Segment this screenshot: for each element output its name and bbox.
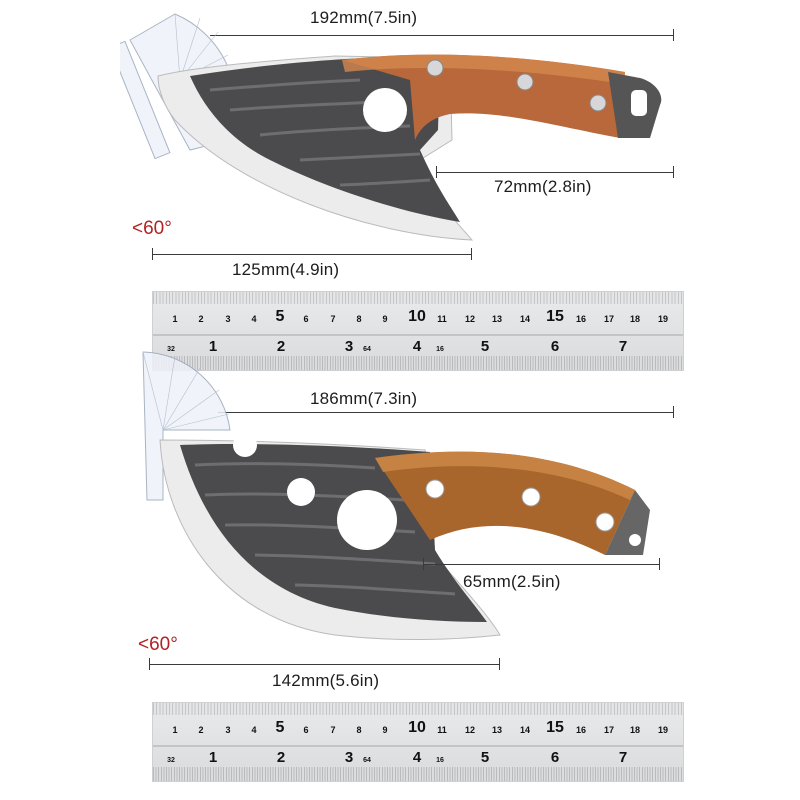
handle-length-label-1: 72mm(2.8in) xyxy=(494,177,592,196)
ruler-tick-label: 6 xyxy=(303,725,309,735)
ruler-tick-label: 12 xyxy=(464,725,476,735)
ruler-tick-label: 17 xyxy=(603,314,615,324)
dimension-tick xyxy=(673,406,674,418)
ruler-cm-row: 1 2 3 4 5 6 7 8 9 10 11 12 13 14 15 16 1… xyxy=(153,715,683,747)
ruler-tick-label: 3 xyxy=(344,749,354,766)
ruler-tick-label: 1 xyxy=(208,749,218,766)
handle-length-line-2 xyxy=(424,564,660,565)
rivet-icon xyxy=(425,479,615,532)
ruler-inch-row: 32 1 2 3 64 4 16 5 6 7 xyxy=(153,336,683,358)
knife-2-image xyxy=(142,351,650,641)
ruler-tick-label: 7 xyxy=(618,749,628,766)
ruler-tick-label: 19 xyxy=(657,725,669,735)
ruler-tick-label: 16 xyxy=(436,346,444,353)
edge-angle-label-1: <60° xyxy=(132,218,172,239)
dimension-tick xyxy=(152,248,153,260)
ruler-tick-label: 3 xyxy=(225,314,231,324)
ruler-tick-label: 19 xyxy=(657,314,669,324)
ruler-tick-label: 11 xyxy=(437,725,447,735)
ruler-tick-label: 8 xyxy=(356,725,362,735)
ruler-tick-label: 14 xyxy=(519,725,531,735)
handle-length-line-1 xyxy=(437,172,674,173)
dimension-tick xyxy=(149,658,150,670)
ruler-tick-label: 3 xyxy=(344,338,354,355)
ruler-tick-label: 4 xyxy=(412,338,422,355)
overall-length-label-2: 186mm(7.3in) xyxy=(310,389,418,408)
ruler-tick-label: 1 xyxy=(208,338,218,355)
ruler-tick-label: 6 xyxy=(303,314,309,324)
ruler-tick-label: 18 xyxy=(629,725,641,735)
dimension-tick xyxy=(499,658,500,670)
ruler-tick-label: 2 xyxy=(276,749,286,766)
ruler-tick-label: 9 xyxy=(382,314,388,324)
blade-length-label-2: 142mm(5.6in) xyxy=(272,671,380,690)
blade-length-line-2 xyxy=(150,664,500,665)
ruler-tick-label: 16 xyxy=(436,757,444,764)
rivet-icon xyxy=(426,59,607,112)
ruler-tick-label: 64 xyxy=(363,757,371,764)
ruler-graduation-band xyxy=(153,292,683,304)
ruler-tick-label: 5 xyxy=(480,338,490,355)
ruler-2: 1 2 3 4 5 6 7 8 9 10 11 12 13 14 15 16 1… xyxy=(152,702,684,782)
ruler-1: 1 2 3 4 5 6 7 8 9 10 11 12 13 14 15 16 1… xyxy=(152,291,684,371)
ruler-tick-label: 6 xyxy=(550,338,560,355)
ruler-inch-row: 32 1 2 3 64 4 16 5 6 7 xyxy=(153,747,683,769)
ruler-tick-label: 2 xyxy=(198,314,204,324)
ruler-tick-label: 13 xyxy=(491,314,503,324)
knife-1-image xyxy=(120,13,662,241)
ruler-tick-label: 11 xyxy=(437,314,447,324)
ruler-tick-label: 18 xyxy=(629,314,641,324)
blade-length-label-1: 125mm(4.9in) xyxy=(232,260,340,279)
ruler-tick-label: 32 xyxy=(167,346,175,353)
ruler-tick-label: 15 xyxy=(546,308,564,325)
ruler-tick-label: 12 xyxy=(464,314,476,324)
blade-length-line-1 xyxy=(153,254,471,255)
protractor-icon xyxy=(142,351,231,501)
ruler-tick-label: 4 xyxy=(412,749,422,766)
ruler-tick-label: 7 xyxy=(618,338,628,355)
ruler-tick-label: 2 xyxy=(198,725,204,735)
ruler-tick-label: 32 xyxy=(167,757,175,764)
ruler-tick-label: 2 xyxy=(276,338,286,355)
ruler-graduation-band xyxy=(153,356,683,370)
dimension-tick xyxy=(471,248,472,260)
overall-length-label-1: 192mm(7.5in) xyxy=(310,8,418,27)
ruler-tick-label: 15 xyxy=(546,719,564,736)
ruler-tick-label: 5 xyxy=(480,749,490,766)
ruler-tick-label: 1 xyxy=(172,725,178,735)
ruler-graduation-band xyxy=(153,703,683,715)
ruler-cm-row: 1 2 3 4 5 6 7 8 9 10 11 12 13 14 15 16 1… xyxy=(153,304,683,336)
ruler-tick-label: 6 xyxy=(550,749,560,766)
ruler-tick-label: 7 xyxy=(330,314,336,324)
ruler-tick-label: 8 xyxy=(356,314,362,324)
handle-length-label-2: 65mm(2.5in) xyxy=(463,572,561,591)
ruler-tick-label: 4 xyxy=(251,725,257,735)
ruler-tick-label: 1 xyxy=(172,314,178,324)
ruler-tick-label: 9 xyxy=(382,725,388,735)
edge-angle-label-2: <60° xyxy=(138,634,178,655)
ruler-tick-label: 10 xyxy=(408,308,426,325)
ruler-tick-label: 16 xyxy=(575,725,587,735)
ruler-tick-label: 4 xyxy=(251,314,257,324)
ruler-tick-label: 17 xyxy=(603,725,615,735)
ruler-tick-label: 13 xyxy=(491,725,503,735)
ruler-tick-label: 64 xyxy=(363,346,371,353)
dimension-tick xyxy=(673,29,674,41)
overall-length-line-2 xyxy=(218,412,674,413)
ruler-tick-label: 5 xyxy=(275,308,285,325)
overall-length-line-1 xyxy=(210,35,673,36)
ruler-tick-label: 5 xyxy=(275,719,285,736)
ruler-tick-label: 16 xyxy=(575,314,587,324)
dimension-tick xyxy=(436,166,437,178)
dimension-tick xyxy=(659,558,660,570)
ruler-tick-label: 3 xyxy=(225,725,231,735)
dimension-tick xyxy=(673,166,674,178)
dimension-tick xyxy=(423,558,424,570)
ruler-graduation-band xyxy=(153,767,683,781)
ruler-tick-label: 14 xyxy=(519,314,531,324)
ruler-tick-label: 7 xyxy=(330,725,336,735)
ruler-tick-label: 10 xyxy=(408,719,426,736)
